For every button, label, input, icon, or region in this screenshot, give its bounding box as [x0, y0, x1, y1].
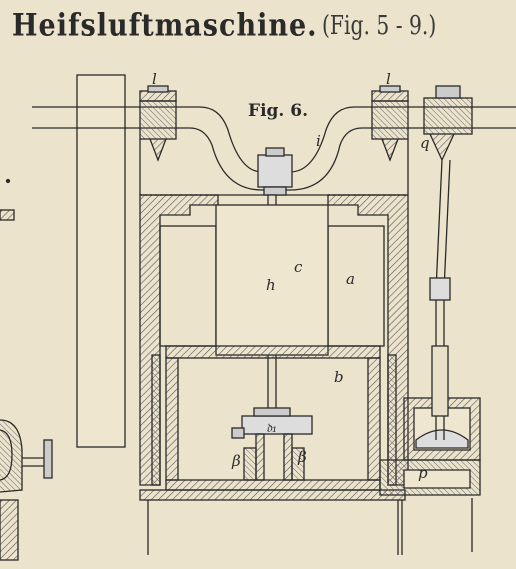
adjacent-figure-fragments: [0, 178, 53, 561]
label-beta-right: β: [297, 448, 307, 466]
vertical-column: [76, 74, 126, 448]
label-a: a: [346, 270, 355, 288]
lower-chamber: [165, 345, 381, 491]
label-c: c: [294, 258, 303, 276]
label-b: b: [334, 368, 344, 386]
label-d1: 𝔡₁: [266, 421, 277, 436]
bearing-far-right: [423, 85, 473, 162]
valve-rod: [429, 159, 451, 440]
plate-title: Heifsluftmaschine. (Fig. 5 - 9.): [12, 7, 512, 50]
figure-label: Fig. 6.: [248, 101, 308, 121]
label-i: i: [316, 132, 321, 150]
bearing-left: [139, 85, 177, 162]
crosshead: [257, 147, 293, 196]
label-h: h: [266, 276, 276, 294]
base-plate: [139, 489, 406, 555]
figure-range: (Fig. 5 - 9.): [321, 11, 436, 41]
displacer-plunger: [215, 204, 329, 356]
valve-chest: [379, 397, 481, 552]
label-l-left: l: [152, 70, 157, 88]
label-q: q: [420, 134, 430, 152]
label-beta-left: β: [231, 452, 241, 470]
label-l-right: l: [386, 70, 391, 88]
title-text: Heifsluftmaschine.: [12, 7, 318, 44]
working-piston: [231, 407, 313, 481]
label-p: p: [418, 464, 428, 482]
bearing-right: [371, 85, 409, 162]
